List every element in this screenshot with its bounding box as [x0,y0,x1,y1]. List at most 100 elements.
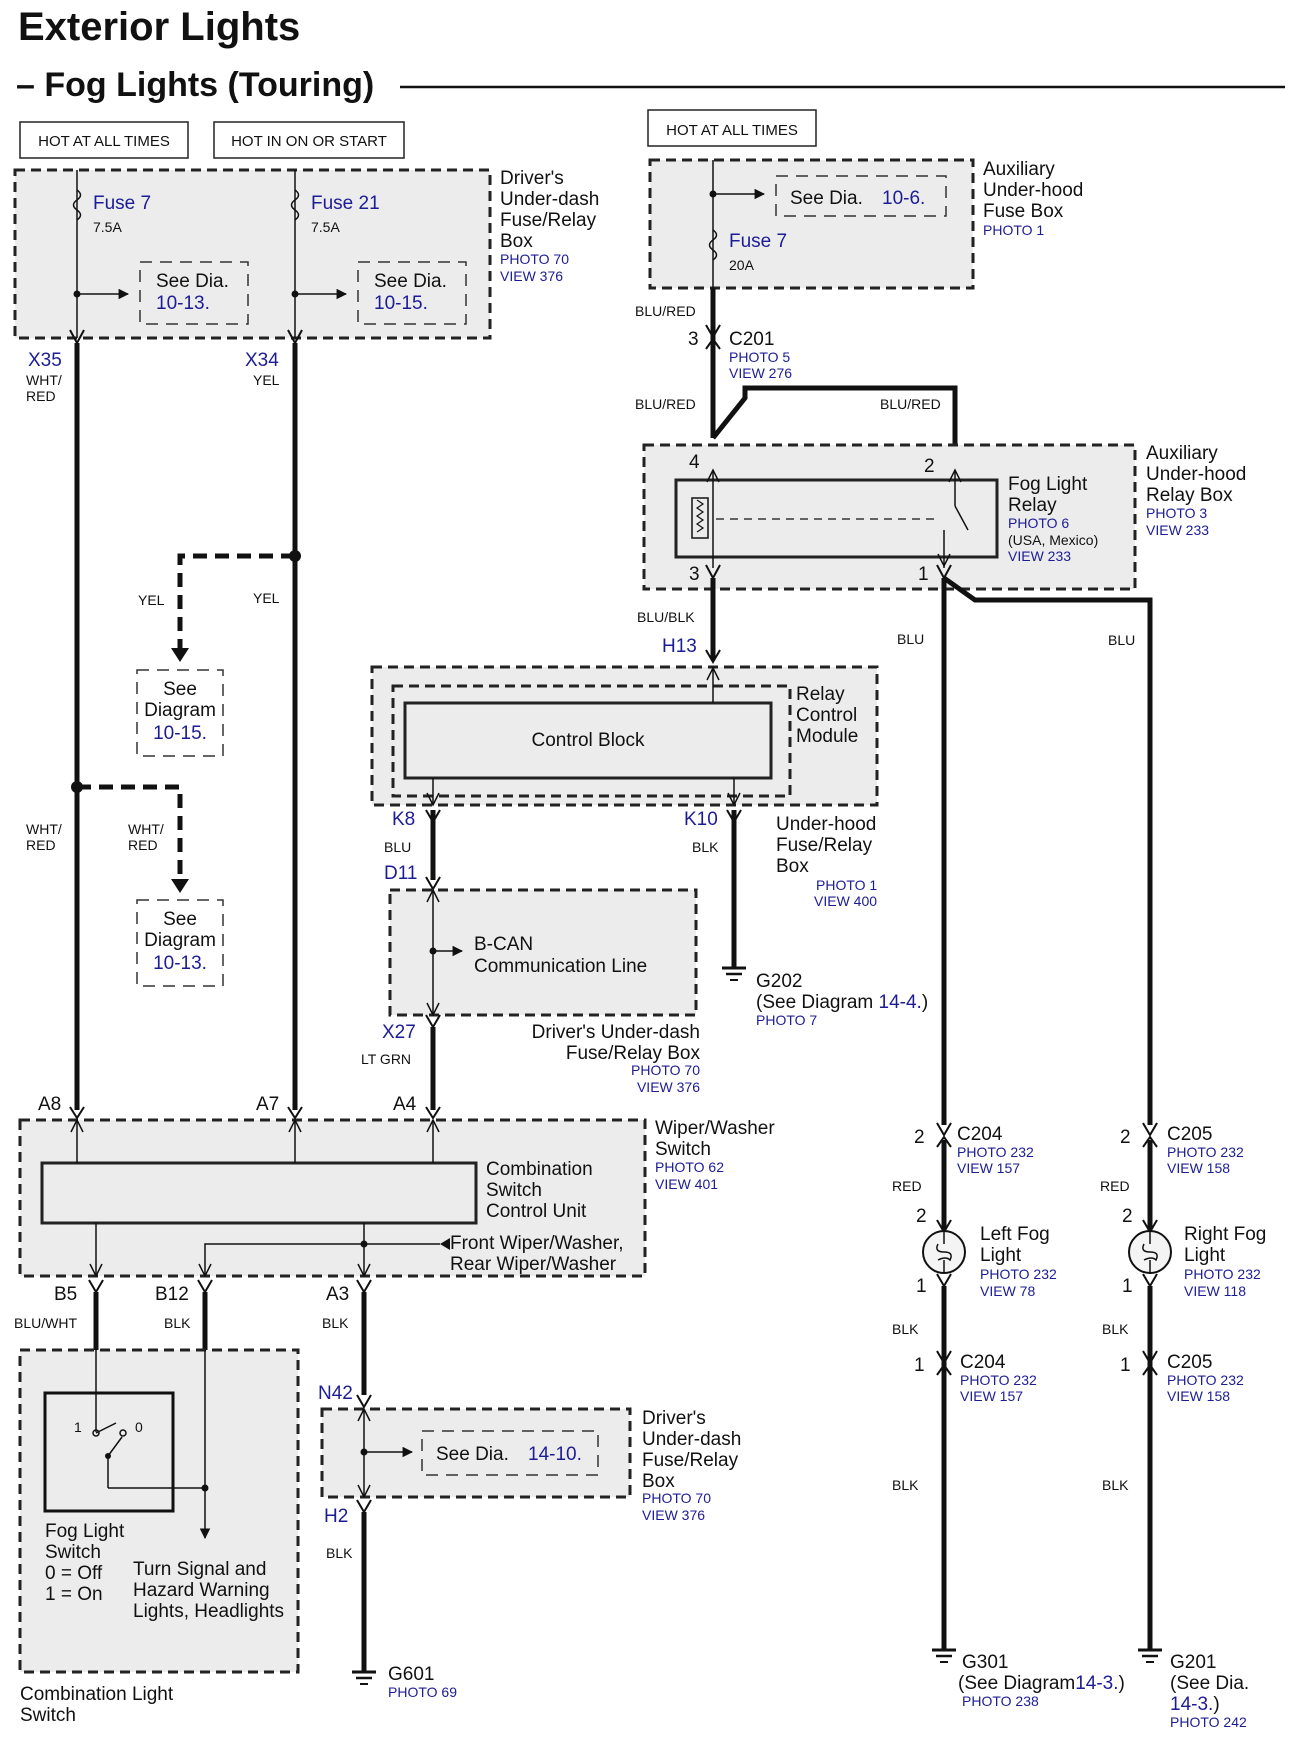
c201-pin: 3 [688,329,699,350]
bcan-box-view: VIEW 376 [637,1079,700,1095]
bcan-box [388,888,698,1017]
terminal-x27: X27 [382,1022,416,1043]
terminal-b12: B12 [155,1284,189,1305]
terminal-h2: H2 [324,1506,348,1527]
fog-relay-view: VIEW 233 [1008,548,1071,564]
c204-photo: PHOTO 232 [957,1144,1034,1160]
wire-label-blu-red-3: BLU/RED [880,396,941,412]
wire-label-red-right: RED [1100,1178,1130,1194]
dash-box-photo: PHOTO 70 [500,251,569,267]
relay-pin-1: 1 [918,564,929,585]
wire-label-blk-k10: BLK [692,839,719,855]
wire-label-blu-red-1: BLU/RED [635,303,696,319]
wire-label-wht-red-main: WHT/RED [26,821,62,853]
see-diagram-ref-box [139,261,249,325]
switch-pos-0: 0 [135,1419,143,1435]
terminal-k10: K10 [684,809,718,830]
fuse-7-symbol [72,189,82,221]
power-hot-on-start: HOT IN ON OR START [231,133,387,150]
g201-see: (See Dia. [1170,1673,1249,1694]
wiper-switch-view: VIEW 401 [655,1176,718,1192]
wht-red-branch-wire [77,784,183,880]
see-dia-106-ref[interactable]: 10-6. [882,188,925,209]
wire-label-blk-r2: BLK [1102,1477,1129,1493]
c205b-view: VIEW 158 [1167,1388,1230,1404]
wire-label-blu-red-2: BLU/RED [635,396,696,412]
c204b-name: C204 [960,1352,1006,1373]
c201-photo: PHOTO 5 [729,349,790,365]
c205-name: C205 [1167,1124,1212,1145]
dash-fuse-box [13,168,492,340]
left-fog-view: VIEW 78 [980,1283,1035,1299]
power-label-box [647,109,817,147]
dash-box-lower-view: VIEW 376 [642,1507,705,1523]
fuse-21-label: Fuse 21 [311,193,380,214]
see-dia-1410: See Dia. [436,1444,509,1465]
g202-photo: PHOTO 7 [756,1012,817,1028]
g301-name: G301 [962,1652,1008,1673]
terminal-x35: X35 [28,350,62,371]
wire-label-blk-h2: BLK [326,1545,353,1561]
wire-label-blk-l2: BLK [892,1477,919,1493]
wire-label-blk-l1: BLK [892,1321,919,1337]
c204b-view: VIEW 157 [960,1388,1023,1404]
terminal-a8: A8 [38,1094,61,1115]
wire-label-yel-main: YEL [253,590,280,606]
fog-switch-lever[interactable] [107,1436,123,1457]
aux-fuse-box-photo: PHOTO 1 [983,222,1044,238]
terminal-a7: A7 [256,1094,279,1115]
c205-pin: 2 [1120,1127,1131,1148]
blu-red-crossover-wire [711,385,958,465]
dash-box-view: VIEW 376 [500,268,563,284]
c204b-photo: PHOTO 232 [960,1372,1037,1388]
g301-see: (See Diagram14-3.) [958,1673,1125,1694]
see-diagram-ref-box [357,261,467,325]
power-hot-always-1: HOT AT ALL TIMES [38,133,170,150]
aux-relay-box-view: VIEW 233 [1146,522,1209,538]
c204b-pin: 1 [914,1355,925,1376]
g201-name: G201 [1170,1652,1216,1673]
see-diagram-1-ref[interactable]: 10-15. [153,723,207,744]
terminal-b5: B5 [54,1284,77,1305]
g201-photo: PHOTO 242 [1170,1714,1247,1730]
wire-label-yel: YEL [253,372,280,388]
wire-label-wht-red: WHT/RED [26,372,62,404]
power-hot-always-2: HOT AT ALL TIMES [666,122,798,139]
aux-relay-box-photo: PHOTO 3 [1146,505,1207,521]
fog-relay-note: (USA, Mexico) [1008,532,1098,548]
g202-see: (See Diagram 14-4.) [756,992,928,1013]
combination-switch-control-unit [40,1161,478,1225]
see-dia-a-ref[interactable]: 10-13. [156,293,210,314]
right-fog-view: VIEW 118 [1184,1283,1246,1299]
aux-fuse-7-label: Fuse 7 [729,231,787,252]
c205b-photo: PHOTO 232 [1167,1372,1244,1388]
wire-label-blu-right: BLU [1108,632,1135,648]
fog-relay-photo: PHOTO 6 [1008,515,1069,531]
wire-label-blk-b12: BLK [164,1315,191,1331]
wire-label-wht-red-branch: WHT/RED [128,821,164,853]
see-dia-b-ref[interactable]: 10-15. [374,293,428,314]
g601-name: G601 [388,1664,434,1685]
c201-view: VIEW 276 [729,365,792,381]
wire-label-yel-branch: YEL [138,592,165,608]
see-diagram-ref-box [775,175,947,217]
terminal-n42: N42 [318,1383,353,1404]
c205-view: VIEW 158 [1167,1160,1230,1176]
fuse-7-label: Fuse 7 [93,193,151,214]
see-dia-1410-ref[interactable]: 14-10. [528,1444,582,1465]
relay-pin-4: 4 [689,452,700,473]
c205b-name: C205 [1167,1352,1212,1373]
relay-coil [691,497,709,539]
see-diagram-2-ref[interactable]: 10-13. [153,953,207,974]
